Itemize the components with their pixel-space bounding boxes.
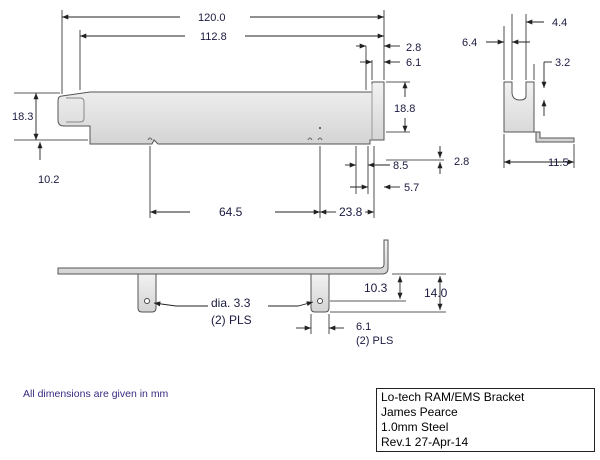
dim-tab-offset: 23.8 <box>339 205 363 219</box>
dim-bottom-b: 5.7 <box>404 182 419 194</box>
tab-right <box>310 273 330 313</box>
dim-top-gap-b: 6.1 <box>406 57 421 69</box>
dim-left-offset: 10.2 <box>38 174 59 186</box>
plan-strip <box>57 239 389 275</box>
dim-top-gap-a: 2.8 <box>406 42 421 54</box>
dim-side-slot: 3.2 <box>555 57 570 69</box>
dim-side-foot: 11.5 <box>548 157 569 169</box>
dim-tab-hole-height: 10.3 <box>364 281 388 295</box>
dim-left-height: 18.3 <box>12 111 33 123</box>
dim-hole-note: (2) PLS <box>211 313 252 327</box>
dim-tab-width: 6.1 <box>356 321 371 333</box>
dim-bottom-a: 8.5 <box>393 160 408 172</box>
tab-left <box>137 273 157 313</box>
bracket-outline <box>57 81 385 145</box>
title-block-line-2: James Pearce <box>381 405 458 419</box>
title-block-line-4: Rev.1 27-Apr-14 <box>381 435 469 449</box>
side-profile <box>503 81 575 143</box>
title-block-line-3: 1.0mm Steel <box>381 420 449 434</box>
dim-total-height: 14.0 <box>424 286 448 300</box>
title-block-line-1: Lo-tech RAM/EMS Bracket <box>381 390 525 404</box>
dim-side-width-b: 4.4 <box>552 17 567 29</box>
side-view: 6.4 4.4 3.2 11.5 <box>462 14 575 169</box>
dim-inner-length: 112.8 <box>200 31 227 43</box>
dim-tab-width-note: (2) PLS <box>356 335 393 347</box>
dim-right-step: 18.8 <box>394 103 415 115</box>
dim-bottom-c: 2.8 <box>454 156 469 168</box>
units-note: All dimensions are given in mm <box>23 388 169 400</box>
dim-hole-dia: dia. 3.3 <box>211 296 251 310</box>
dim-overall-length: 120.0 <box>198 12 226 24</box>
front-view: 120.0 112.8 18.3 10.2 18.8 2.8 6.1 8.5 5… <box>12 10 469 219</box>
plan-view: 10.3 14.0 dia. 3.3 (2) PLS 6.1 (2) PLS <box>57 239 448 347</box>
dim-side-width-a: 6.4 <box>462 37 477 49</box>
title-block: Lo-tech RAM/EMS Bracket James Pearce 1.0… <box>376 388 595 452</box>
dim-tab-spacing: 64.5 <box>219 205 243 219</box>
